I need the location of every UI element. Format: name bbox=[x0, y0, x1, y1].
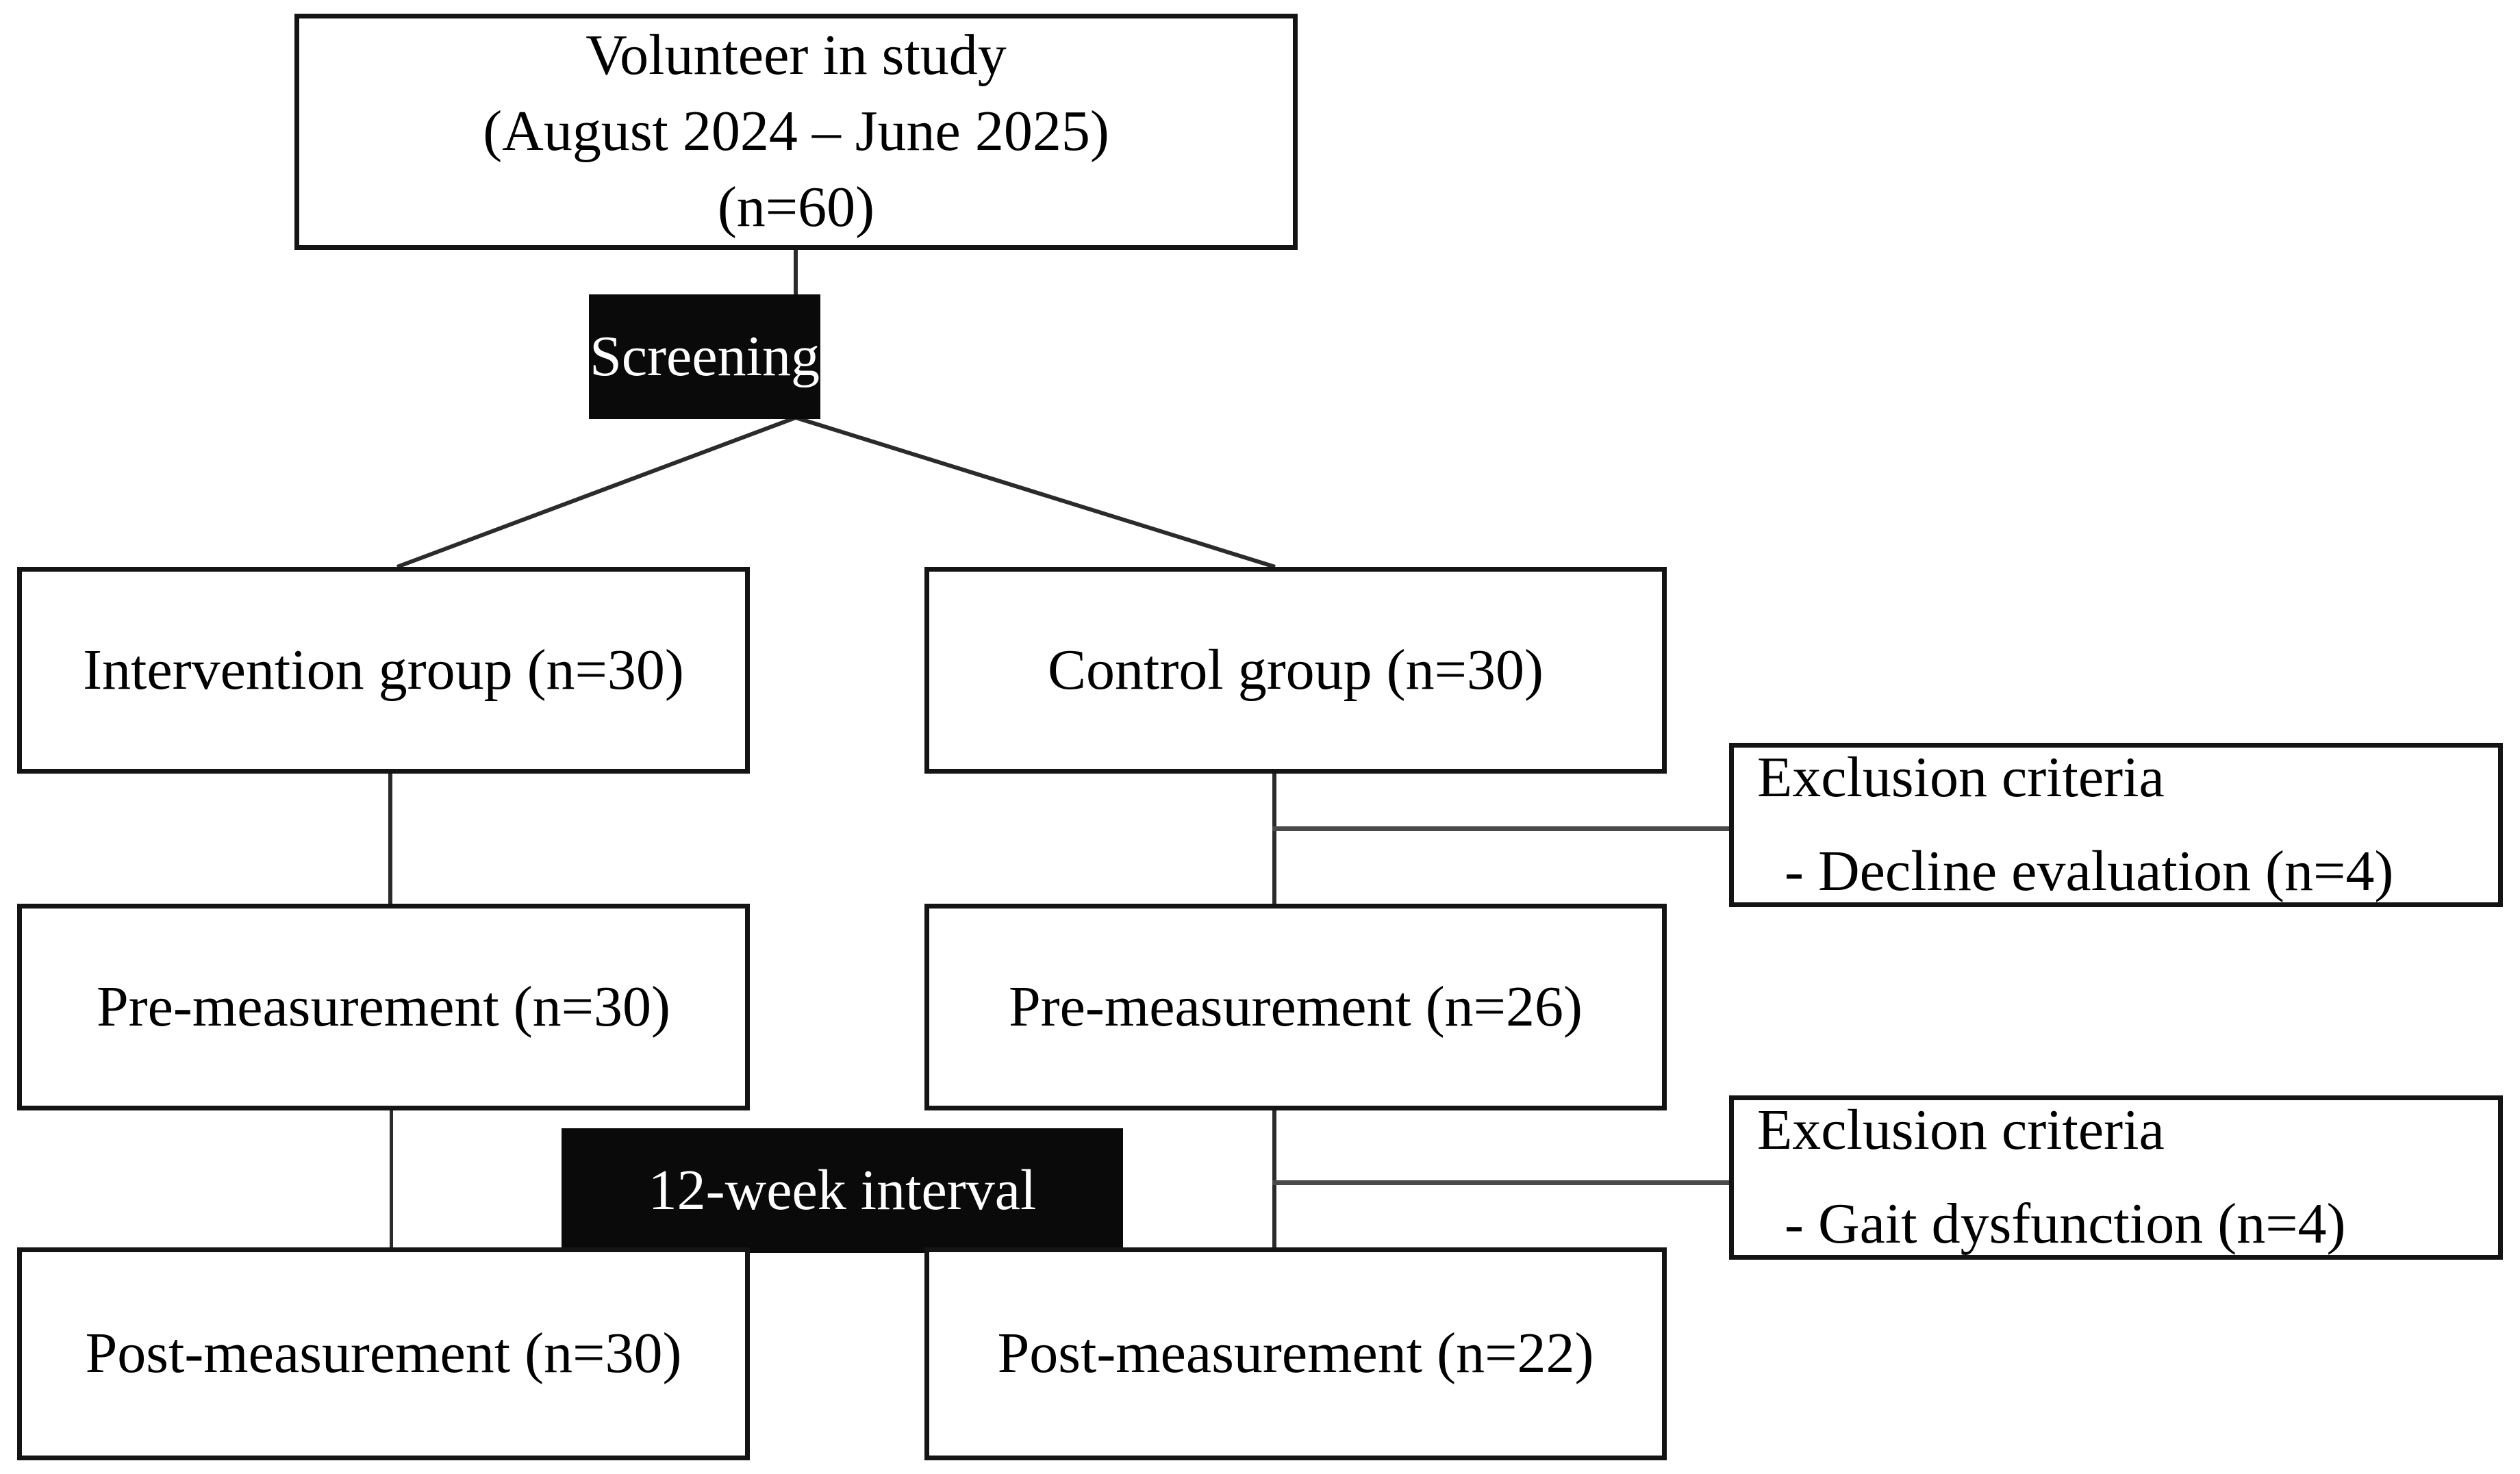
node-intervention-group: Intervention group (n=30) bbox=[17, 567, 750, 774]
node-volunteer-in-study: Volunteer in study (August 2024 – June 2… bbox=[294, 14, 1298, 250]
connector-control-to-exclusion-one bbox=[1272, 826, 1732, 831]
node-pre-measurement-control: Pre-measurement (n=26) bbox=[924, 904, 1667, 1110]
exclusion-one-body: Exclusion criteria - Decline evaluation … bbox=[1757, 740, 2498, 910]
node-exclusion-criteria-two: Exclusion criteria - Gait dysfunction (n… bbox=[1729, 1095, 2503, 1260]
connector-intervention-to-pre bbox=[388, 774, 392, 904]
node-screening: Screening bbox=[589, 294, 820, 419]
exclusion-two-body: Exclusion criteria - Gait dysfunction (n… bbox=[1757, 1093, 2498, 1262]
connector-control-to-pre bbox=[1272, 774, 1276, 904]
exclusion-two-title: Exclusion criteria bbox=[1757, 1098, 2165, 1162]
connector-pre-to-post-control bbox=[1272, 1110, 1276, 1247]
connector-control-to-exclusion-two bbox=[1272, 1180, 1732, 1185]
exclusion-one-reason: - Decline evaluation (n=4) bbox=[1785, 839, 2394, 903]
exclusion-two-reason: - Gait dysfunction (n=4) bbox=[1785, 1192, 2346, 1256]
node-exclusion-criteria-one: Exclusion criteria - Decline evaluation … bbox=[1729, 743, 2503, 907]
node-control-group: Control group (n=30) bbox=[924, 567, 1667, 774]
node-pre-measurement-intervention: Pre-measurement (n=30) bbox=[17, 904, 750, 1110]
connector-volunteer-to-screening bbox=[794, 250, 798, 296]
node-12-week-interval: 12-week interval bbox=[562, 1128, 1123, 1253]
node-post-measurement-control: Post-measurement (n=22) bbox=[924, 1247, 1667, 1460]
connector-pre-to-post-intervention bbox=[390, 1110, 393, 1247]
node-post-measurement-intervention: Post-measurement (n=30) bbox=[17, 1247, 750, 1460]
exclusion-one-title: Exclusion criteria bbox=[1757, 746, 2165, 810]
